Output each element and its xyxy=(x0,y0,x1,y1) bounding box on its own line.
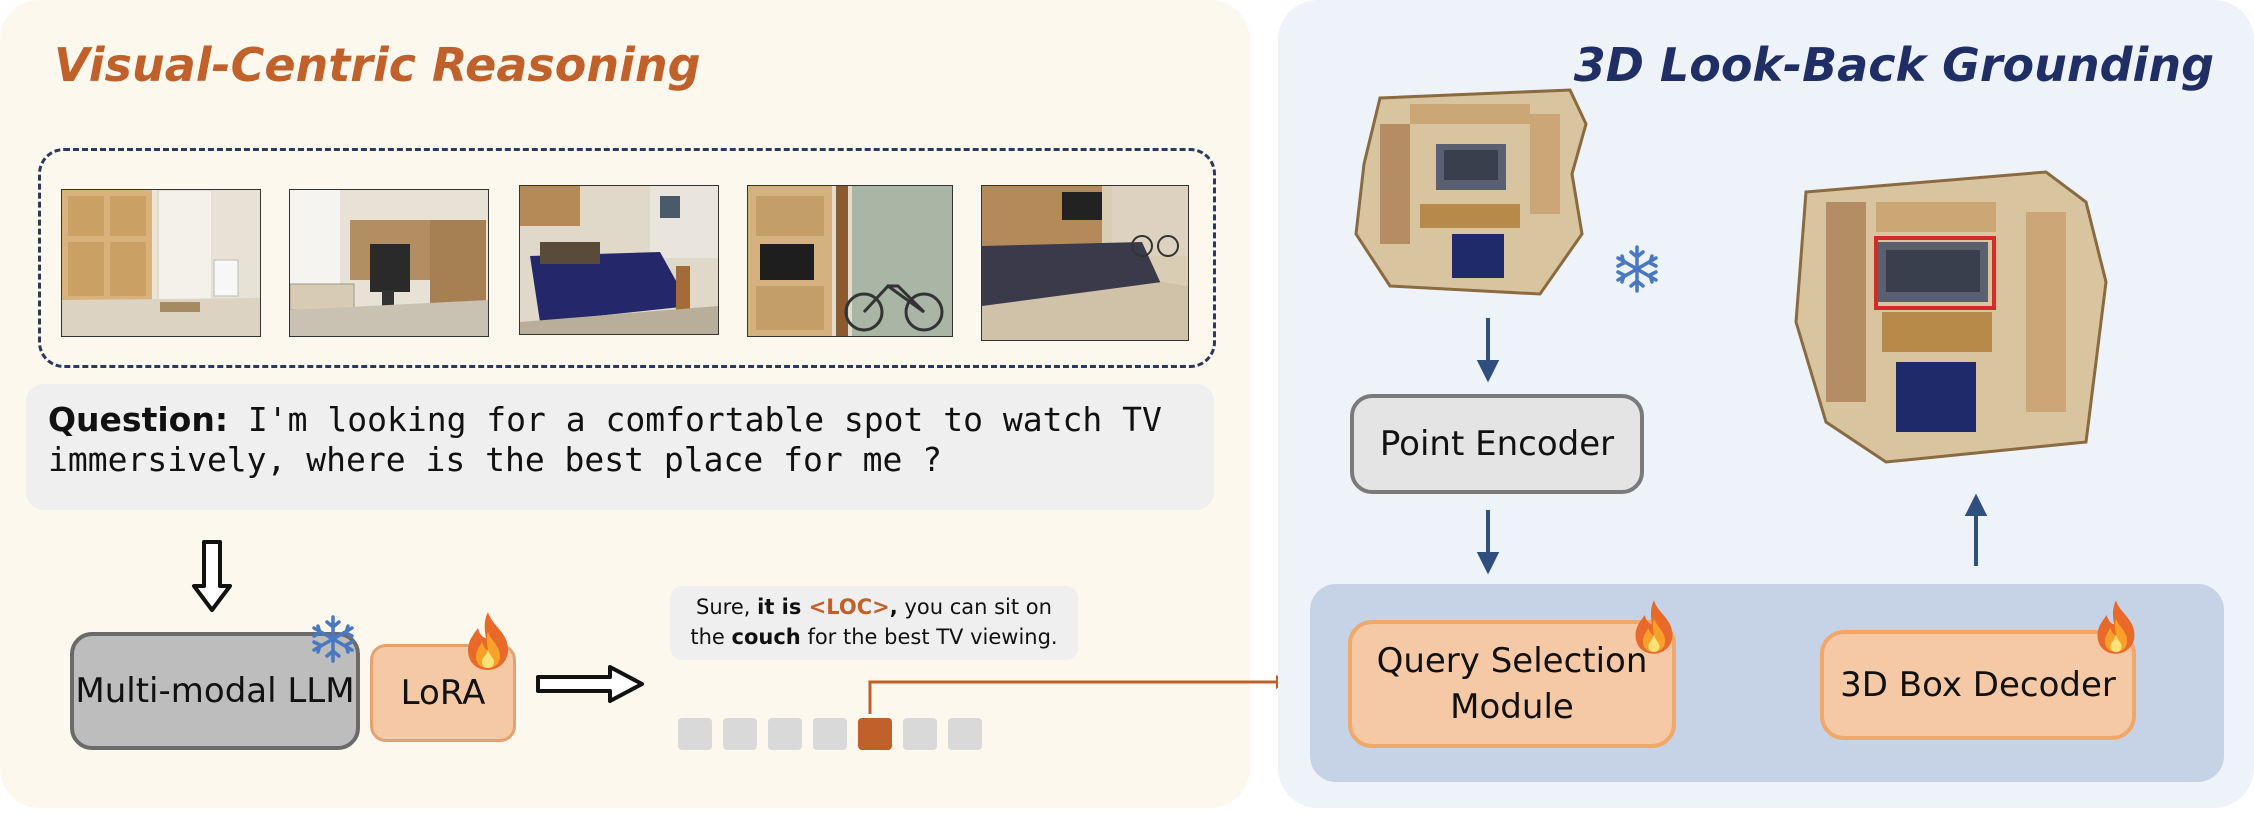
loc-token-label: <LOC> xyxy=(808,595,890,619)
multimodal-llm-box: Multi-modal LLM xyxy=(70,632,360,750)
grounding-bounding-box xyxy=(1874,236,1996,310)
output-token xyxy=(813,718,847,750)
flame-icon xyxy=(468,612,508,670)
lora-box: LoRA xyxy=(370,644,516,742)
answer-text-2: it is xyxy=(757,595,809,619)
hallway-door-frame xyxy=(61,189,261,337)
office-desk-frame xyxy=(289,189,489,337)
answer-text-4: you can sit on the xyxy=(690,595,1052,649)
output-token xyxy=(768,718,802,750)
answer-text-1: Sure, xyxy=(696,595,758,619)
3d-box-decoder-box: 3D Box Decoder xyxy=(1820,630,2136,740)
3d-look-back-grounding-title: 3D Look-Back Grounding xyxy=(1573,38,2214,92)
bedroom-frame xyxy=(519,185,719,335)
snowflake-icon xyxy=(1616,245,1658,293)
output-token xyxy=(678,718,712,750)
hollow-right-arrow-icon xyxy=(536,665,644,703)
flame-icon xyxy=(1635,600,1673,654)
video-frames-group xyxy=(38,148,1216,368)
answer-text-3: , xyxy=(889,595,898,619)
answer-text-5: for the best TV viewing. xyxy=(800,625,1058,649)
question-body: I'm looking for a comfortable spot to wa… xyxy=(48,400,1162,479)
output-token xyxy=(723,718,757,750)
query-selection-module-box: Query Selection Module xyxy=(1348,620,1676,748)
snowflake-icon xyxy=(312,615,354,663)
hollow-down-arrow-icon xyxy=(192,540,232,612)
living-room-couch-frame xyxy=(981,185,1189,341)
llm-answer-box: Sure, it is <LOC>, you can sit on the co… xyxy=(670,586,1078,660)
question-label: Question: xyxy=(48,400,229,439)
output-token xyxy=(903,718,937,750)
loc-token xyxy=(858,718,892,750)
question-box: Question: I'm looking for a comfortable … xyxy=(26,384,1214,510)
input-point-cloud-scene xyxy=(1354,88,1588,296)
question-text: Question: I'm looking for a comfortable … xyxy=(48,400,1198,480)
visual-centric-reasoning-title: Visual-Centric Reasoning xyxy=(54,38,701,92)
flame-icon xyxy=(2097,600,2135,654)
tv-cabinet-bicycle-frame xyxy=(747,185,953,337)
point-encoder-box: Point Encoder xyxy=(1350,394,1644,494)
answer-couch: couch xyxy=(731,625,801,649)
grounded-point-cloud-scene xyxy=(1794,170,2108,464)
output-token xyxy=(948,718,982,750)
